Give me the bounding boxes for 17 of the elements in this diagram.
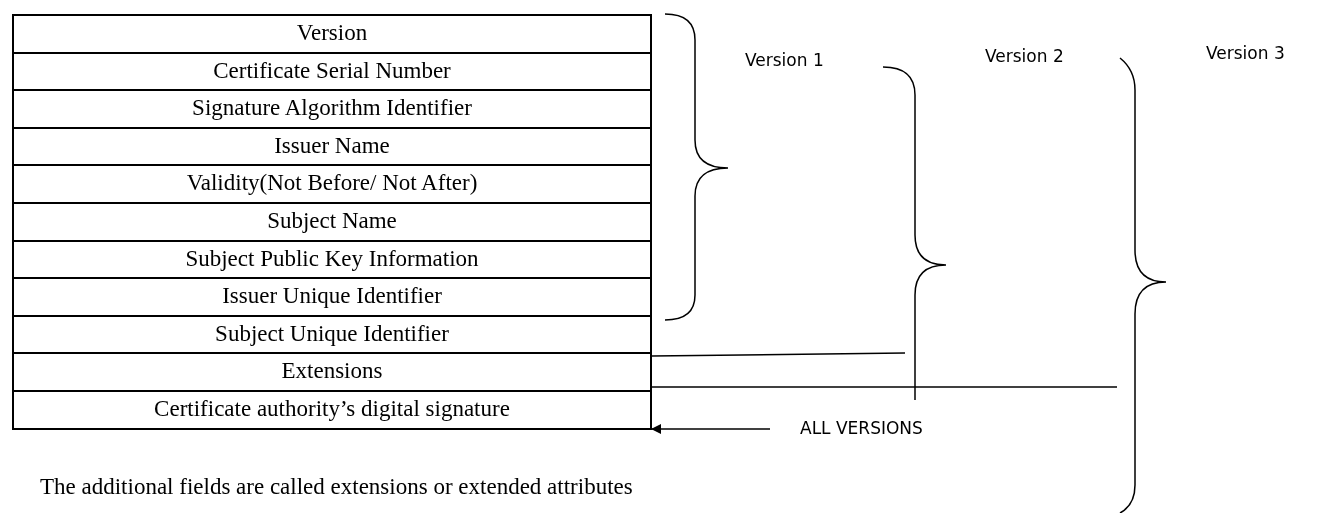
field-row: Version	[12, 14, 652, 54]
field-row: Certificate Serial Number	[12, 51, 652, 92]
field-row: Subject Unique Identifier	[12, 314, 652, 355]
field-row: Certificate authority’s digital signature	[12, 390, 652, 430]
version-label: Version 2	[985, 46, 1064, 66]
field-row: Validity(Not Before/ Not After)	[12, 164, 652, 204]
caption: The additional fields are called extensions or extended attributes	[40, 474, 633, 500]
arrow	[651, 424, 771, 434]
version-label: Version 3	[1206, 43, 1285, 63]
note-text: ALL VERSIONS	[800, 418, 923, 438]
field-row: Issuer Unique Identifier	[12, 277, 652, 317]
field-row: Subject Name	[12, 202, 652, 242]
field-row: Subject Public Key Information	[12, 239, 652, 280]
field-row: Issuer Name	[12, 126, 652, 167]
version-label: Version 1	[745, 50, 824, 70]
field-row: Extensions	[12, 352, 652, 392]
field-row: Signature Algorithm Identifier	[12, 89, 652, 129]
